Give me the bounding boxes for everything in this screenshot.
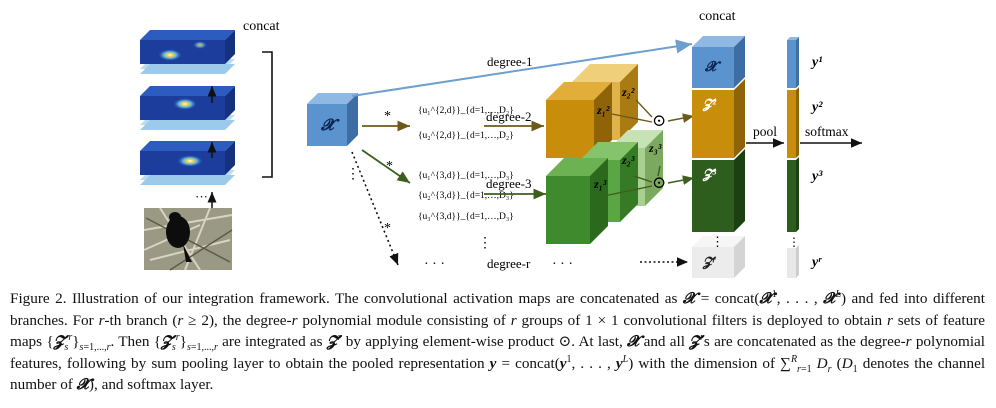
input-bird-photo — [143, 207, 233, 271]
activation-map-2 — [140, 86, 235, 130]
caption-text: groups of 1 × 1 convolutional filters is… — [516, 311, 887, 329]
caption-text: by applying element-wise product ⊙. At l… — [341, 333, 628, 350]
filter-3-3: {u₃^{3,d}}_{d=1,…,D₃} — [418, 212, 514, 222]
filter-3-2: {u₂^{3,d}}_{d=1,…,D₃} — [418, 191, 514, 201]
output-y1: y¹ — [810, 55, 822, 70]
input-cube: 𝓧 — [307, 93, 358, 146]
degree-3-cubes: z₁³ z₂³ z₃³ — [546, 130, 663, 244]
concat-bracket — [262, 51, 273, 178]
figure-caption: Figure 2. Illustration of our integratio… — [10, 288, 986, 394]
filter-3-1: {u₁^{3,d}}_{d=1,…,D₃} — [418, 171, 514, 181]
caption-text: and fed into different branches. For — [10, 290, 985, 329]
concat-right-label: concat — [699, 9, 736, 24]
output-vector: ⋮ — [787, 37, 800, 278]
stack-zr: 𝓩ʳ — [702, 254, 717, 270]
caption-text: ( — [831, 354, 842, 372]
star-r: * — [384, 221, 391, 236]
vertical-ellipsis-filters: ⋮ — [478, 236, 492, 251]
caption-text: . Then — [110, 333, 154, 350]
caption-text: denotes the channel number of — [10, 354, 986, 394]
star-2: * — [384, 109, 391, 124]
caption-text: polynomial module consisting of — [297, 311, 511, 329]
star-3: * — [386, 159, 393, 174]
filter-2-2: {u₂^{2,d}}_{d=1,…,D₂} — [418, 131, 514, 141]
vertical-ellipsis-branches: ⋮ — [346, 167, 360, 182]
z-2-2-label: z₂² — [621, 85, 635, 99]
output-y3: y³ — [810, 169, 823, 184]
vertical-ellipsis-left: ··· — [195, 189, 208, 204]
degree-2-label: degree-2 — [486, 109, 531, 124]
output-ellipsis: ⋮ — [788, 235, 800, 249]
caption-text: and all — [639, 333, 690, 350]
stack-z3: 𝓩³ — [702, 166, 717, 182]
caption-text: -th branch ( — [104, 311, 178, 329]
activation-map-1 — [140, 30, 235, 74]
caption-text: ), and softmax layer. — [88, 376, 214, 393]
degree-r-label: degree-r — [487, 256, 531, 271]
caption-text: polynomial features, following by sum po… — [10, 333, 986, 372]
concat-left-label: concat — [243, 19, 280, 34]
filter-2-1: {u₁^{2,d}}_{d=1,…,D₂} — [418, 106, 514, 116]
framework-figure: concat ··· — [140, 9, 862, 278]
softmax-label: softmax — [805, 124, 849, 139]
stack-ellipsis: ⋮ — [711, 234, 724, 249]
output-y2: y² — [810, 100, 823, 115]
pool-label: pool — [753, 124, 777, 139]
caption-text: s are concatenated as the degree- — [703, 333, 906, 350]
caption-text: ), the degree- — [208, 311, 292, 329]
odot-3: ⊙ — [652, 173, 666, 192]
caption-text: are integrated as — [217, 333, 327, 350]
ellipsis-r-1: · · · — [424, 257, 445, 272]
degree-2-cubes: z₁² z₂² — [546, 64, 638, 158]
degree-3-label: degree-3 — [486, 176, 531, 191]
activation-map-3 — [140, 141, 235, 185]
degree-2-product: ⊙ — [611, 99, 695, 130]
degree-1-arrow — [351, 39, 693, 97]
stack-z2: 𝓩² — [702, 96, 717, 112]
ellipsis-r-2: · · · — [552, 257, 573, 272]
z-3-2-label: z₂³ — [621, 153, 635, 167]
output-yr: yʳ — [810, 255, 822, 270]
caption-text: with the dimension of — [633, 354, 781, 372]
caption-text: Figure 2. Illustration of our integratio… — [10, 290, 683, 307]
degree-3-product: ⊙ — [603, 165, 695, 197]
caption-text: sets of feature maps — [10, 311, 986, 351]
z-3-3-label: z₃³ — [648, 141, 662, 155]
concat-stack: 𝓧 𝓩² 𝓩³ 𝓩ʳ ⋮ — [692, 36, 745, 278]
degree-r-arrow — [351, 151, 399, 266]
degree-3-arrow-in — [361, 149, 411, 184]
z-2-1-label: z₁² — [596, 103, 610, 117]
z-3-1-label: z₁³ — [593, 177, 607, 191]
odot-2: ⊙ — [652, 111, 666, 130]
degree-1-label: degree-1 — [487, 54, 532, 69]
